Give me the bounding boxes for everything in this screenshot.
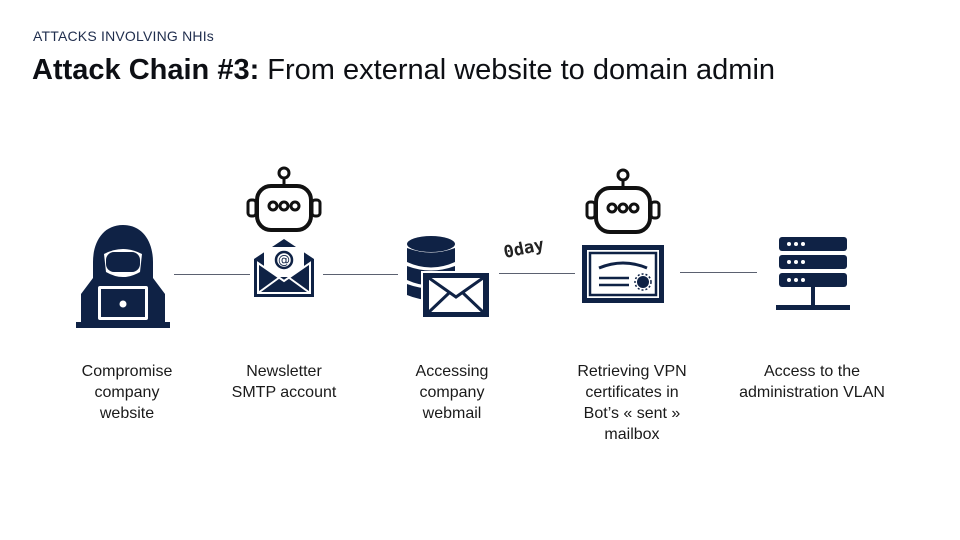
step-label-2: Newsletter SMTP account xyxy=(231,363,337,401)
step-label-3: Accessing company webmail xyxy=(415,363,489,422)
connector-4 xyxy=(680,272,757,273)
zero-day-annotation: 0day xyxy=(501,234,547,263)
connector-3 xyxy=(499,273,575,274)
robot-icon-2 xyxy=(585,168,661,234)
svg-text:@: @ xyxy=(278,253,290,267)
connector-2 xyxy=(323,274,398,275)
certificate-icon xyxy=(582,245,664,303)
step-label-1: Compromise company website xyxy=(81,363,173,422)
database-mail-icon xyxy=(407,236,491,319)
page-title: Attack Chain #3: From external website t… xyxy=(32,54,775,87)
connector-1 xyxy=(174,274,250,275)
email-at-icon: @ xyxy=(254,239,314,297)
server-network-icon xyxy=(776,237,850,310)
robot-icon xyxy=(246,166,322,232)
section-kicker: ATTACKS INVOLVING NHIs xyxy=(33,28,214,44)
hooded-hacker-laptop-icon xyxy=(76,225,170,328)
title-bold: Attack Chain #3: xyxy=(32,54,260,86)
step-label-5: Access to the administration VLAN xyxy=(739,363,885,401)
step-label-4: Retrieving VPN certificates in Bot’s « s… xyxy=(577,363,687,443)
title-rest: From external website to domain admin xyxy=(259,54,776,86)
